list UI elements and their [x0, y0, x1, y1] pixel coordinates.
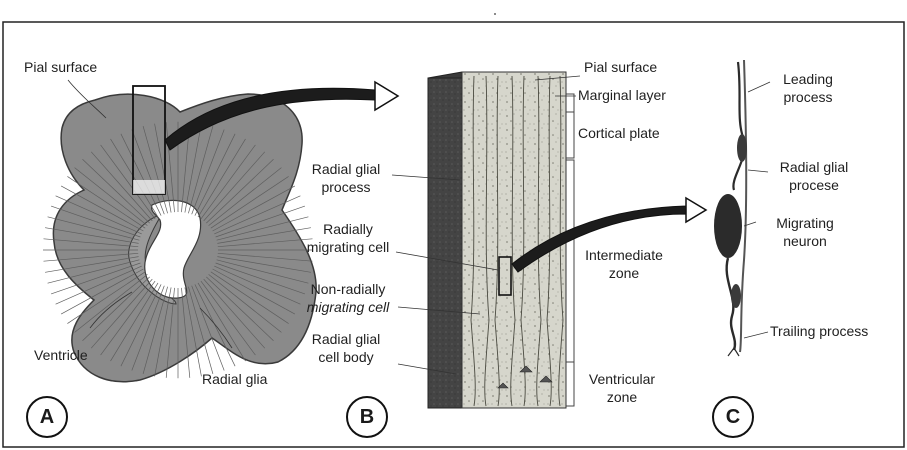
- label-b-non-radially-line2: migrating cell: [296, 298, 400, 316]
- zone-brackets: [566, 94, 574, 406]
- label-c-radial-glial-line1: Radial glial: [766, 158, 862, 176]
- glial-fibre: [740, 60, 746, 352]
- label-c-radial-glial-procese: Radial glial procese: [766, 158, 862, 194]
- label-c-trailing-process: Trailing process: [770, 322, 868, 340]
- label-b-cortical-plate: Cortical plate: [578, 124, 660, 142]
- scan-mark: [494, 13, 496, 15]
- panel-letter-b: B: [346, 396, 388, 438]
- label-b-radially-migrating-cell: Radially migrating cell: [296, 220, 400, 256]
- leading-process: [733, 62, 744, 190]
- label-b-radially-migrating-line2: migrating cell: [296, 238, 400, 256]
- neuron-soma: [714, 194, 742, 258]
- label-b-intermediate-zone: Intermediate zone: [574, 246, 674, 282]
- label-b-ventricular-zone: Ventricular zone: [576, 370, 668, 406]
- label-b-non-radially-migrating-cell: Non-radially migrating cell: [296, 280, 400, 316]
- label-a-ventricle: Ventricle: [34, 346, 88, 364]
- label-c-leading-process: Leading process: [768, 70, 848, 106]
- label-b-marginal-layer: Marginal layer: [578, 86, 666, 104]
- label-c-migrating-line1: Migrating: [760, 214, 850, 232]
- label-b-intermediate-zone-line2: zone: [574, 264, 674, 282]
- label-a-pial-surface: Pial surface: [24, 58, 97, 76]
- label-c-leading-line1: Leading: [768, 70, 848, 88]
- label-b-ventricular-zone-line2: zone: [576, 388, 668, 406]
- label-b-radial-glial-process: Radial glial process: [298, 160, 394, 196]
- label-c-migrating-line2: neuron: [760, 232, 850, 250]
- label-b-radial-glial-process-line1: Radial glial: [298, 160, 394, 178]
- label-b-radial-glial-process-line2: process: [298, 178, 394, 196]
- sample-box-bottom-fill: [133, 180, 165, 194]
- label-b-non-radially-line1: Non-radially: [296, 280, 400, 298]
- label-b-pial-surface: Pial surface: [584, 58, 657, 76]
- panel-letter-a: A: [26, 396, 68, 438]
- glial-swelling-1: [737, 134, 747, 162]
- label-b-radial-glial-body-line2: cell body: [298, 348, 394, 366]
- label-c-radial-glial-line2: procese: [766, 176, 862, 194]
- block-side-face: [428, 78, 462, 408]
- panel-c-migrating-neuron: [714, 60, 747, 356]
- label-c-migrating-neuron: Migrating neuron: [760, 214, 850, 250]
- panel-c-leaders: [744, 82, 770, 338]
- panel-letter-c: C: [712, 396, 754, 438]
- label-a-radial-glia: Radial glia: [202, 370, 267, 388]
- glial-swelling-2: [731, 284, 741, 308]
- label-c-leading-line2: process: [768, 88, 848, 106]
- label-b-ventricular-zone-line1: Ventricular: [576, 370, 668, 388]
- trailing-tips: [728, 348, 739, 356]
- label-b-radial-glial-body-line1: Radial glial: [298, 330, 394, 348]
- label-b-intermediate-zone-line1: Intermediate: [574, 246, 674, 264]
- label-b-radially-migrating-line1: Radially: [296, 220, 400, 238]
- label-b-radial-glial-cell-body: Radial glial cell body: [298, 330, 394, 366]
